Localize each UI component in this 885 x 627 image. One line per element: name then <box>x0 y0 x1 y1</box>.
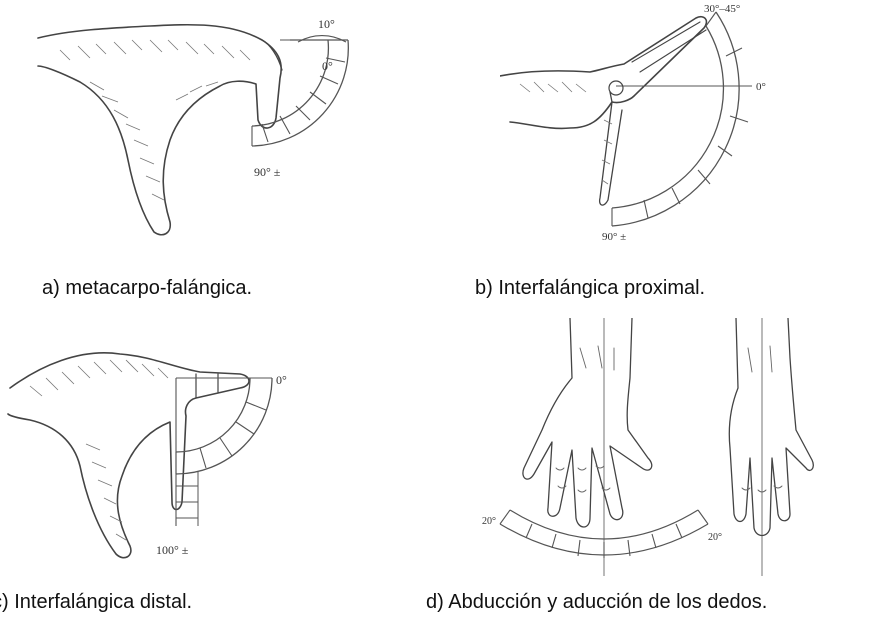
angle-label-20-right: 20° <box>708 532 722 543</box>
angle-label-10: 10° <box>318 17 335 31</box>
panel-d-abduction-illustration: 20° 20° <box>480 318 830 576</box>
angle-label-90: 90° ± <box>254 165 281 179</box>
pip-flexion-drawing: 30°–45° 0° 90° ± <box>500 0 790 248</box>
angle-label-30-45: 30°–45° <box>704 3 740 15</box>
angle-label-100: 100° ± <box>156 543 189 557</box>
angle-label-0: 0° <box>756 81 766 93</box>
angle-label-90: 90° ± <box>602 231 626 243</box>
caption-d: d) Abducción y aducción de los dedos. <box>426 590 767 614</box>
caption-b: b) Interfalángica proximal. <box>475 276 705 300</box>
angle-label-0: 0° <box>276 373 287 387</box>
caption-c: c) Interfalángica distal. <box>0 590 192 614</box>
panel-c-dip-illustration: 0° 100° ± <box>0 326 310 576</box>
panel-b-pip-illustration: 30°–45° 0° 90° ± <box>500 0 790 248</box>
angle-label-0: 0° <box>322 59 333 73</box>
panel-a-mcp-illustration: 10° 0° 90° ± <box>30 0 360 248</box>
dip-flexion-drawing: 0° 100° ± <box>0 326 310 576</box>
mcp-flexion-drawing: 10° 0° 90° ± <box>30 0 360 248</box>
finger-abduction-drawing: 20° 20° <box>480 318 830 576</box>
caption-a: a) metacarpo-falángica. <box>42 276 252 300</box>
angle-label-20-left: 20° <box>482 516 496 527</box>
